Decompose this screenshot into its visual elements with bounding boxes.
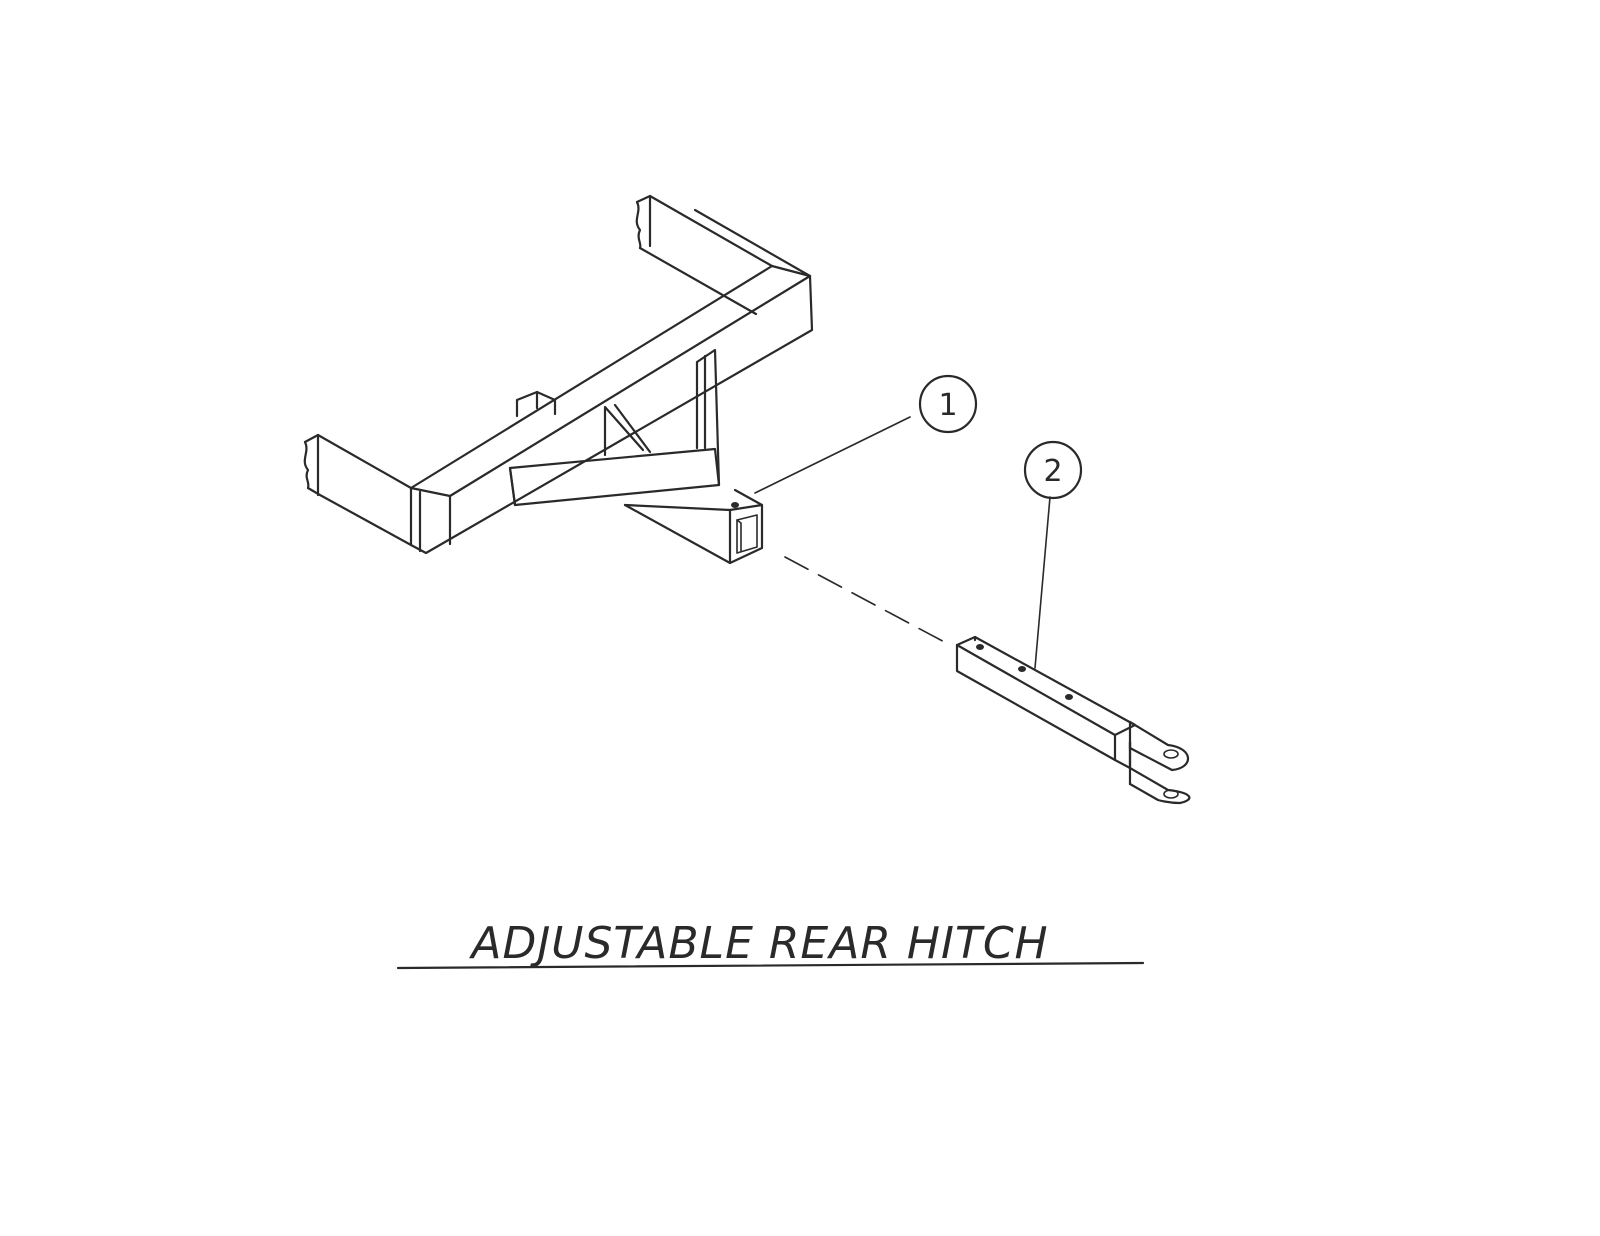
- callout-1-label: 1: [938, 388, 957, 423]
- callout-2: 2: [1023, 440, 1083, 669]
- drawbar-hole: [1018, 666, 1026, 672]
- drawbar-hole: [1065, 694, 1073, 700]
- cross-beam: [409, 264, 814, 555]
- alignment-line: [784, 556, 951, 646]
- stub-block: [515, 390, 557, 418]
- left-frame-rail: [303, 433, 413, 547]
- callout-2-label: 2: [1043, 454, 1062, 489]
- receiver-tube: [623, 488, 764, 565]
- drawbar: [955, 635, 1191, 805]
- diagram-title: ADJUSTABLE REAR HITCH: [396, 918, 1145, 970]
- drawbar-hole: [976, 644, 984, 650]
- right-frame-rail: [635, 194, 812, 316]
- receiver-frame-assembly: [303, 194, 814, 565]
- callout-1: 1: [754, 374, 978, 494]
- title-text: ADJUSTABLE REAR HITCH: [468, 918, 1048, 969]
- brace-plate: [508, 348, 721, 507]
